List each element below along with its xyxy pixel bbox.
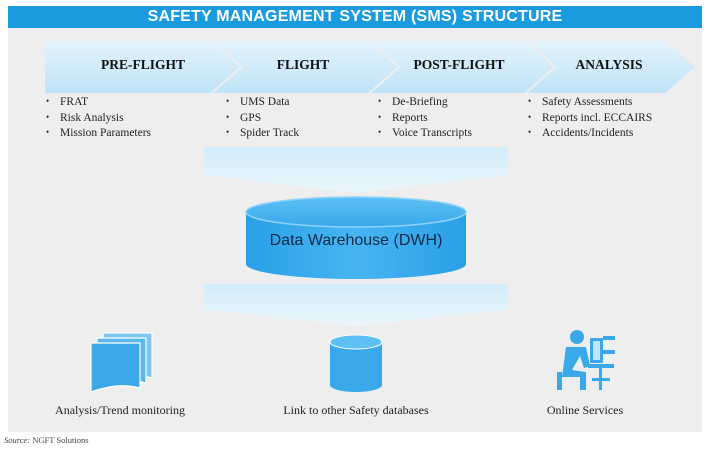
list-item: Safety Assessments	[528, 94, 652, 110]
chevron-flight	[213, 41, 398, 93]
stage-title-analysis: ANALYSIS	[575, 57, 643, 72]
chevron-analysis	[527, 41, 695, 93]
list-item: Risk Analysis	[46, 110, 151, 126]
chevron-post-flight	[371, 41, 554, 93]
person-at-computer-icon	[557, 330, 615, 390]
list-item: Voice Transcripts	[378, 125, 472, 141]
list-item: De-Briefing	[378, 94, 472, 110]
list-item: Spider Track	[226, 125, 299, 141]
stage-title-pre-flight: PRE-FLIGHT	[100, 57, 185, 72]
source-note: Source: NGFT Solutions	[4, 435, 89, 445]
output-label-online-services: Online Services	[546, 403, 624, 417]
funnel-arrow-bottom	[204, 284, 508, 326]
chevron-pre-flight	[45, 41, 240, 93]
source-text: NGFT Solutions	[32, 435, 89, 445]
stacked-documents-icon	[90, 332, 153, 393]
pre-flight-list: FRAT Risk Analysis Mission Parameters	[46, 94, 151, 141]
funnel-arrow-top	[204, 147, 508, 193]
analysis-list: Safety Assessments Reports incl. ECCAIRS…	[528, 94, 652, 141]
list-item: FRAT	[46, 94, 151, 110]
post-flight-list: De-Briefing Reports Voice Transcripts	[378, 94, 472, 141]
flight-list: UMS Data GPS Spider Track	[226, 94, 299, 141]
source-prefix: Source:	[4, 435, 31, 445]
output-label-analysis: Analysis/Trend monitoring	[55, 403, 185, 417]
list-item: Reports incl. ECCAIRS	[528, 110, 652, 126]
stage-title-post-flight: POST-FLIGHT	[413, 57, 505, 72]
page-title: SAFETY MANAGEMENT SYSTEM (SMS) STRUCTURE	[8, 6, 702, 28]
stage-title-flight: FLIGHT	[276, 57, 330, 72]
list-item: Mission Parameters	[46, 125, 151, 141]
output-label-databases: Link to other Safety databases	[283, 403, 429, 417]
database-cylinder-icon	[329, 334, 383, 392]
list-item: GPS	[226, 110, 299, 126]
list-item: Accidents/Incidents	[528, 125, 652, 141]
data-warehouse-cylinder-icon	[245, 196, 467, 279]
data-warehouse-label: Data Warehouse (DWH)	[269, 232, 443, 249]
list-item: UMS Data	[226, 94, 299, 110]
list-item: Reports	[378, 110, 472, 126]
